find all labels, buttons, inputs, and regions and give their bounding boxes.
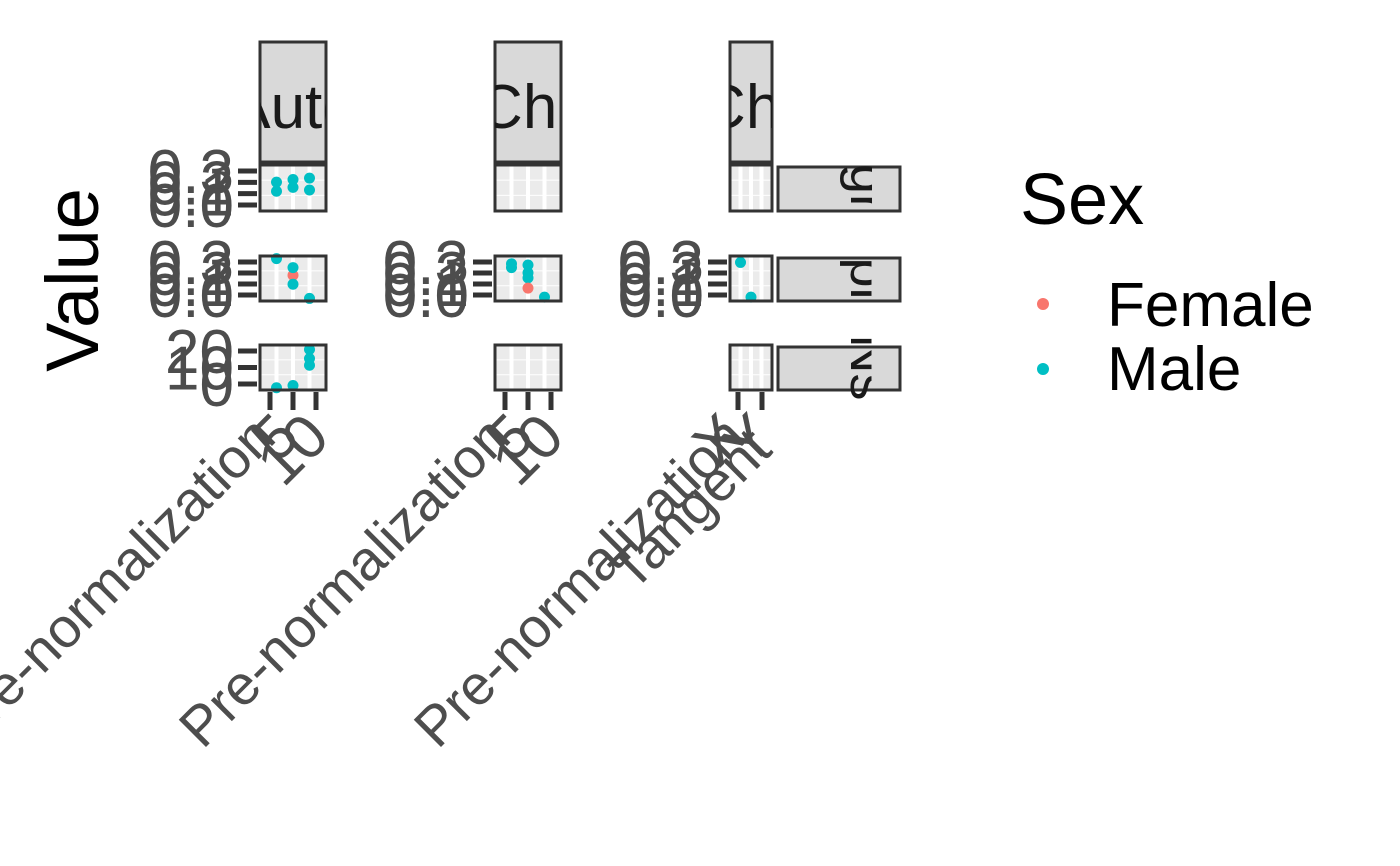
legend-key-female	[1037, 298, 1049, 310]
strip-background	[728, 40, 774, 164]
data-point-male	[287, 173, 299, 185]
axes-layer: 0.00.10.20.30.00.10.20.3010200.00.10.20.…	[0, 138, 788, 759]
y-axis-0-1: 0.00.10.20.3	[148, 229, 257, 331]
y-tick-label: 0.0	[618, 262, 704, 331]
y-axis-1-1: 0.00.10.20.3	[383, 229, 492, 331]
panels-layer	[258, 163, 774, 394]
data-point-male	[304, 172, 315, 184]
y-tick-label: 20	[165, 318, 234, 387]
y-tick-label: 0.1	[618, 251, 704, 320]
panel-border	[258, 163, 328, 213]
row-strip-label: Ns	[839, 335, 899, 401]
legend-label-female: Female	[1107, 271, 1314, 340]
data-point-male	[271, 382, 282, 394]
row-strip-1: pi	[776, 256, 902, 303]
panel-border	[493, 343, 563, 392]
strip-background	[493, 40, 563, 164]
strip-background	[776, 165, 902, 213]
data-point-male	[271, 176, 282, 188]
y-tick-label: 0.2	[383, 240, 469, 309]
panel-1-1	[493, 254, 563, 303]
panel-0-1	[258, 253, 328, 304]
panel-1-0	[493, 163, 563, 213]
data-point-male	[304, 344, 315, 355]
y-tick-label: 0.3	[618, 229, 704, 298]
data-point-male	[304, 359, 315, 371]
y-tick-label: 0.3	[148, 138, 234, 207]
y-tick-label: 10	[165, 335, 234, 404]
data-point-male	[271, 185, 282, 197]
panel-0-0	[258, 163, 328, 213]
y-tick-label: 0.3	[383, 229, 469, 298]
legend-key-male	[1037, 363, 1049, 375]
data-point-male	[735, 256, 746, 268]
y-tick-label: 0.1	[383, 251, 469, 320]
y-axis-0-0: 0.00.10.20.3	[148, 138, 257, 241]
strip-background	[776, 345, 902, 392]
panel-border	[493, 254, 563, 303]
panel-border	[728, 254, 774, 303]
y-tick-label: 0.2	[148, 240, 234, 309]
column-strip-0: Auto	[229, 40, 357, 164]
y-axis-2-1: 0.00.10.20.3	[618, 229, 727, 331]
panel-border	[258, 254, 328, 303]
panel-2-1	[728, 254, 774, 303]
y-tick-label: 0.1	[148, 161, 234, 230]
panel-border	[258, 343, 328, 392]
data-point-male	[522, 259, 534, 271]
data-point-female	[287, 269, 299, 281]
column-strip-label: Auto	[229, 73, 357, 142]
legend-label-male: Male	[1107, 335, 1241, 404]
data-point-female	[522, 282, 534, 294]
data-point-male	[304, 184, 315, 196]
column-strip-2: Chr	[701, 40, 801, 164]
y-tick-label: 0.2	[148, 149, 234, 218]
row-strip-0: gr	[776, 164, 902, 213]
y-tick-label: 0.1	[148, 251, 234, 320]
column-strip-1: Chr	[478, 40, 578, 164]
column-strip-label: Chr	[478, 73, 578, 142]
panel-1-2	[493, 343, 563, 392]
data-point-male	[522, 272, 534, 284]
y-axis-title: Value	[31, 188, 114, 372]
column-strip-label: Chr	[701, 73, 801, 142]
y-tick-label: 0.2	[618, 240, 704, 309]
legend-title: Sex	[1020, 160, 1144, 240]
legend: Sex Female Male	[1020, 160, 1314, 404]
panel-border	[493, 163, 563, 213]
y-tick-label: 0.0	[148, 172, 234, 241]
y-tick-label: 0.0	[383, 262, 469, 331]
data-point-male	[287, 262, 299, 274]
panel-border	[728, 163, 774, 213]
panel-2-2	[728, 343, 774, 392]
strip-background	[776, 256, 902, 303]
row-strip-label: gr	[839, 164, 899, 212]
data-point-male	[506, 262, 517, 274]
strip-background	[258, 40, 328, 164]
panel-2-0	[728, 163, 774, 213]
panel-0-2	[258, 343, 328, 394]
y-tick-label: 0.0	[148, 262, 234, 331]
panel-border	[728, 343, 774, 392]
data-point-male	[287, 380, 299, 391]
row-strip-label: pi	[839, 257, 899, 299]
data-point-male	[287, 278, 299, 290]
data-point-male	[287, 181, 299, 193]
y-tick-label: 0.3	[148, 229, 234, 298]
y-tick-label: 0	[200, 351, 234, 420]
row-strip-2: Ns	[776, 335, 902, 401]
